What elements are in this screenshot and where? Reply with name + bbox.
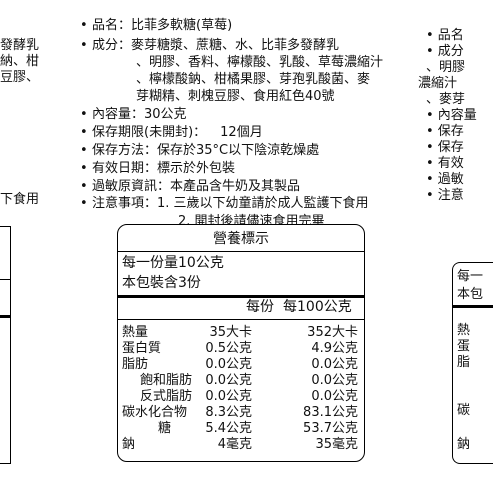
left-label-fragment: 發酵乳 納、柑 豆膠、 下食用 <box>0 38 39 208</box>
nutrition-title: 營養標示 <box>213 231 269 247</box>
column-header-per-serving: 每份 <box>246 299 274 315</box>
nutrient-name: 反式脂肪 <box>140 389 193 404</box>
ingredients-line: 、檸檬酸鈉、柑橘果膠、芽孢乳酸菌、麥 <box>136 72 371 87</box>
nutrient-name: 飽和脂肪 <box>140 373 193 388</box>
left-fragment-line: 下食用 <box>0 192 40 207</box>
nutrient-per-100g: 0.0公克 <box>311 357 358 372</box>
label-name-line: •品名：比菲多軟糖(草莓) <box>80 18 233 33</box>
nutrient-per-100g: 53.7公克 <box>303 421 358 436</box>
nutrient-per-serving: 5.4公克 <box>205 421 252 436</box>
nutrient-per-serving: 0.0公克 <box>205 389 252 404</box>
right-fragment-line: • 保存 <box>426 140 464 155</box>
nutrient-name: 糖 <box>158 421 172 436</box>
right-fragment-line: 濃縮汁 <box>418 76 458 91</box>
right-fragment-line: • 保存 <box>426 124 464 139</box>
product-name: 比菲多軟糖(草莓) <box>131 18 233 33</box>
nutrient-name: 脂肪 <box>122 357 149 372</box>
right-nutrition-line: 熱 <box>457 323 471 338</box>
nutrient-per-100g: 35毫克 <box>315 437 358 452</box>
label-allergen-line: •過敏原資訊：本產品含牛奶及其製品 <box>80 179 301 194</box>
right-nutrition-line: 蛋 <box>457 339 471 354</box>
label-storage-line: •保存方法：保存於35°C以下陰涼乾燥處 <box>80 143 320 158</box>
ingredients-line: 芽糊精、刺槐豆膠、食用紅色40號 <box>136 89 335 104</box>
nutrient-per-100g: 0.0公克 <box>311 389 358 404</box>
nutrient-name: 熱量 <box>122 325 149 340</box>
nutrient-per-serving: 8.3公克 <box>205 405 252 420</box>
left-fragment-line: 納、柑 <box>0 54 40 69</box>
nutrient-per-100g: 352大卡 <box>307 325 358 340</box>
nutrient-name: 鈉 <box>122 437 136 452</box>
right-fragment-line: • 注意 <box>426 188 464 203</box>
left-fragment-line: 豆膠、 <box>0 70 40 85</box>
nutrient-per-serving: 0.5公克 <box>205 341 252 356</box>
nutrient-name: 蛋白質 <box>122 341 162 356</box>
right-fragment-line: 、麥芽 <box>426 92 466 107</box>
right-fragment-line: • 有效 <box>426 156 464 171</box>
nutrient-per-100g: 83.1公克 <box>303 405 358 420</box>
right-fragment-line: • 過敏 <box>426 172 464 187</box>
label-notes-line: •注意事項：1. 三歲以下幼童請於成人監護下食用 <box>80 196 369 211</box>
right-nutrition-line: 每一 <box>457 269 484 284</box>
right-nutrition-line: 脂 <box>457 355 471 370</box>
nutrition-facts-box: 營養標示 每一份量10公克 本包裝含3份 每份 每100公克 熱量 35大卡 3… <box>117 224 365 462</box>
label-ingredients-line: •成分：麥芽糖漿、蔗糖、水、比菲多發酵乳 <box>80 38 340 53</box>
nutrient-per-serving: 0.0公克 <box>205 373 252 388</box>
nutrient-per-100g: 4.9公克 <box>311 341 358 356</box>
right-fragment-line: • 內容量 <box>426 108 477 123</box>
right-nutrition-line: 碳 <box>457 403 471 418</box>
right-label-fragment: • 品名 • 成分 、明膠 濃縮汁 、麥芽 • 內容量 • 保存 • 保存 • … <box>418 28 477 204</box>
right-fragment-line: • 成分 <box>426 44 464 59</box>
nutrient-per-serving: 4毫克 <box>217 437 252 452</box>
right-nutrition-line: 鈉 <box>457 437 471 452</box>
right-nutrition-line: 本包 <box>457 287 484 302</box>
nutrient-per-serving: 35大卡 <box>209 325 252 340</box>
label-expiry-line: •有效日期：標示於外包裝 <box>80 161 236 176</box>
left-fragment-line: 發酵乳 <box>0 38 40 53</box>
nutrient-name: 碳水化合物 <box>122 405 188 420</box>
ingredients-line: 、明膠、香料、檸檬酸、乳酸、草莓濃縮汁 <box>136 55 384 70</box>
label-shelf-life-line: •保存期限(未開封)：12個月 <box>80 125 263 140</box>
serving-size: 每一份量10公克 <box>122 255 224 271</box>
left-nutrition-box-fragment <box>0 226 11 464</box>
label-volume-line: •內容量：30公克 <box>80 107 187 122</box>
servings-per-package: 本包裝含3份 <box>122 275 201 291</box>
nutrient-per-serving: 0.0公克 <box>205 357 252 372</box>
right-nutrition-box-fragment: 每一 本包 熱 蛋 脂 碳 鈉 <box>452 262 493 464</box>
column-header-per-100g: 每100公克 <box>283 299 352 315</box>
right-fragment-line: • 品名 <box>426 28 464 43</box>
right-fragment-line: 、明膠 <box>426 60 466 75</box>
nutrient-per-100g: 0.0公克 <box>311 373 358 388</box>
